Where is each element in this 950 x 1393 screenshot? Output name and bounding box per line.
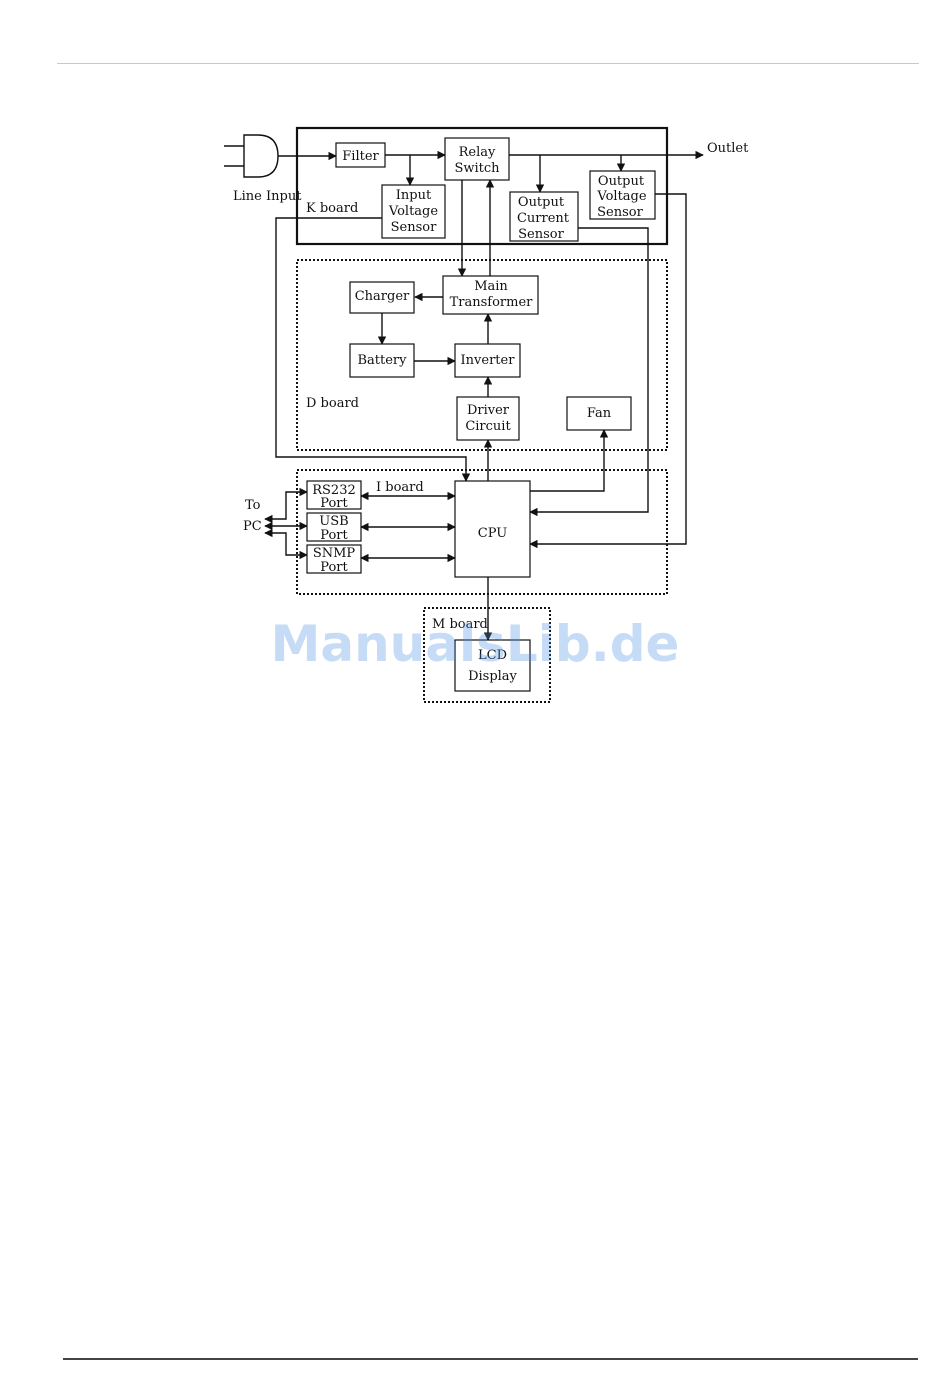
line-input-label: Line Input <box>233 189 302 204</box>
block-label: Battery <box>357 353 407 368</box>
block-label: Output <box>518 195 565 210</box>
i-board-label: I board <box>376 480 424 495</box>
block-label: Driver <box>467 403 510 418</box>
snmp-port-block: SNMP Port <box>307 545 361 575</box>
cpu-block: CPU <box>455 481 530 577</box>
block-label: Port <box>320 528 348 543</box>
block-label: Transformer <box>450 295 534 310</box>
block-label: Relay <box>459 145 496 160</box>
rs232-port-block: RS232 Port <box>307 481 361 511</box>
block-label: Port <box>320 496 348 511</box>
relay-switch-block: Relay Switch <box>445 138 509 180</box>
filter-block: Filter <box>336 143 385 167</box>
block-label: Voltage <box>388 204 438 219</box>
block-label: Output <box>598 174 645 189</box>
to-pc-label-line2: PC <box>243 519 262 534</box>
block-label: Input <box>396 188 432 203</box>
output-current-sensor-block: Output Current Sensor <box>510 192 578 242</box>
footer-rule <box>63 1358 918 1360</box>
fan-block: Fan <box>567 397 631 430</box>
block-label: Voltage <box>596 189 646 204</box>
block-label: Fan <box>587 406 612 421</box>
block-label: USB <box>319 514 348 529</box>
block-label: Filter <box>342 149 379 164</box>
charger-block: Charger <box>350 282 414 313</box>
block-label: Main <box>474 279 508 294</box>
driver-circuit-block: Driver Circuit <box>457 397 519 440</box>
block-label: Inverter <box>461 353 516 368</box>
block-label: SNMP <box>313 546 356 561</box>
block-label: Sensor <box>391 220 437 235</box>
block-label: Sensor <box>597 205 643 220</box>
main-transformer-block: Main Transformer <box>443 276 538 314</box>
watermark-logo: ManualsLib.de <box>271 615 680 673</box>
block-label: Sensor <box>518 227 564 242</box>
plug-icon <box>224 135 278 177</box>
to-pc-label-line1: To <box>245 498 261 513</box>
d-board-label: D board <box>306 396 359 411</box>
block-label: Current <box>517 211 570 226</box>
outlet-label: Outlet <box>707 141 749 156</box>
block-label: Port <box>320 560 348 575</box>
inverter-block: Inverter <box>455 344 520 377</box>
output-voltage-sensor-block: Output Voltage Sensor <box>590 171 655 220</box>
block-label: Switch <box>454 161 500 176</box>
input-voltage-sensor-block: Input Voltage Sensor <box>382 185 445 238</box>
battery-block: Battery <box>350 344 414 377</box>
block-label: CPU <box>478 526 507 541</box>
block-label: Charger <box>355 289 410 304</box>
block-label: Circuit <box>465 419 511 434</box>
usb-port-block: USB Port <box>307 513 361 543</box>
k-board-label: K board <box>306 201 358 216</box>
